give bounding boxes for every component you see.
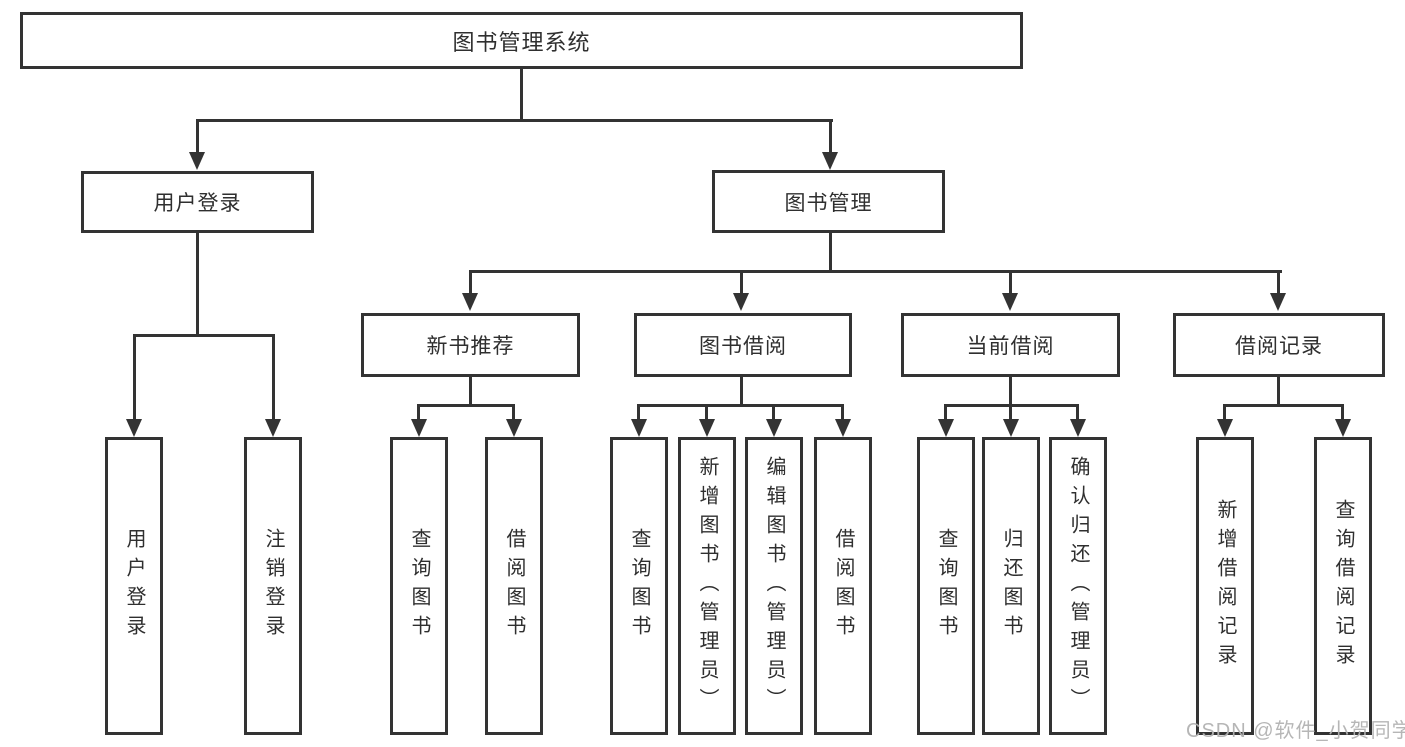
- node-label: 归还图书: [1000, 528, 1022, 644]
- connector-line: [1341, 404, 1344, 421]
- connector-line: [196, 119, 199, 153]
- connector-line: [637, 404, 844, 407]
- csdn-watermark: CSDN @软件_小贺同学: [1186, 720, 1405, 742]
- connector-line: [829, 119, 832, 153]
- node-label: 新书推荐: [426, 335, 515, 358]
- leaf-query-books-borrow: 查询图书: [610, 437, 668, 735]
- node-new-book-recommendation: 新书推荐: [361, 313, 580, 377]
- arrowhead-down-icon: [126, 419, 142, 437]
- node-label: 借阅记录: [1235, 335, 1323, 358]
- connector-line: [772, 404, 775, 421]
- leaf-return-books: 归还图书: [982, 437, 1040, 735]
- leaf-confirm-return-admin: 确认归还（管理员）: [1049, 437, 1107, 735]
- leaf-user-login: 用户登录: [105, 437, 163, 735]
- node-label: 借阅图书: [503, 528, 525, 644]
- node-label: 当前借阅: [966, 335, 1055, 358]
- connector-line: [1009, 404, 1012, 421]
- connector-line: [133, 334, 136, 420]
- arrowhead-down-icon: [699, 419, 715, 437]
- connector-line: [469, 270, 472, 294]
- connector-line: [469, 270, 1282, 273]
- node-label: 图书管理系统: [452, 29, 591, 55]
- arrowhead-down-icon: [189, 152, 205, 170]
- arrowhead-down-icon: [506, 419, 522, 437]
- node-library-management-system: 图书管理系统: [20, 12, 1023, 69]
- arrowhead-down-icon: [631, 419, 647, 437]
- node-label: 查询图书: [628, 528, 650, 644]
- connector-line: [272, 334, 275, 420]
- node-label: 确认归还（管理员）: [1067, 455, 1089, 717]
- connector-line: [1277, 270, 1280, 294]
- connector-line: [512, 404, 515, 421]
- arrowhead-down-icon: [1002, 293, 1018, 311]
- connector-line: [841, 404, 844, 421]
- leaf-query-books-current: 查询图书: [917, 437, 975, 735]
- connector-line: [196, 233, 199, 337]
- node-user-login: 用户登录: [81, 171, 314, 233]
- connector-line: [740, 377, 743, 406]
- connector-line: [133, 334, 275, 337]
- arrowhead-down-icon: [938, 419, 954, 437]
- node-book-management: 图书管理: [712, 170, 945, 233]
- arrowhead-down-icon: [1003, 419, 1019, 437]
- arrowhead-down-icon: [1217, 419, 1233, 437]
- node-borrowing-records: 借阅记录: [1173, 313, 1385, 377]
- connector-line: [1223, 404, 1226, 421]
- arrowhead-down-icon: [835, 419, 851, 437]
- connector-line: [520, 69, 523, 121]
- connector-line: [740, 270, 743, 294]
- arrowhead-down-icon: [733, 293, 749, 311]
- node-book-borrowing: 图书借阅: [634, 313, 852, 377]
- arrowhead-down-icon: [1070, 419, 1086, 437]
- leaf-borrow-books-recommend: 借阅图书: [485, 437, 543, 735]
- node-label: 查询图书: [935, 528, 957, 644]
- node-label: 查询图书: [408, 528, 430, 644]
- node-label: 注销登录: [262, 528, 284, 644]
- node-label: 借阅图书: [832, 528, 854, 644]
- connector-line: [944, 404, 947, 421]
- node-label: 查询借阅记录: [1332, 499, 1354, 673]
- leaf-add-books-admin: 新增图书（管理员）: [678, 437, 736, 735]
- leaf-logout: 注销登录: [244, 437, 302, 735]
- node-label: 图书借阅: [699, 335, 787, 358]
- node-label: 新增图书（管理员）: [696, 455, 718, 717]
- connector-line: [196, 119, 833, 122]
- leaf-query-books-recommend: 查询图书: [390, 437, 448, 735]
- arrowhead-down-icon: [411, 419, 427, 437]
- connector-line: [1277, 377, 1280, 406]
- connector-line: [417, 404, 420, 421]
- arrowhead-down-icon: [1335, 419, 1351, 437]
- arrowhead-down-icon: [766, 419, 782, 437]
- node-label: 用户登录: [153, 192, 242, 215]
- arrowhead-down-icon: [822, 152, 838, 170]
- node-label: 用户登录: [123, 528, 145, 644]
- connector-line: [1009, 377, 1012, 406]
- connector-line: [1009, 270, 1012, 294]
- connector-line: [417, 404, 515, 407]
- leaf-borrow-books: 借阅图书: [814, 437, 872, 735]
- leaf-query-borrow-record: 查询借阅记录: [1314, 437, 1372, 735]
- connector-line: [1223, 404, 1344, 407]
- node-label: 新增借阅记录: [1214, 499, 1236, 673]
- leaf-edit-books-admin: 编辑图书（管理员）: [745, 437, 803, 735]
- node-current-borrowing: 当前借阅: [901, 313, 1120, 377]
- node-label: 图书管理: [784, 191, 873, 215]
- node-label: 编辑图书（管理员）: [763, 455, 785, 717]
- arrowhead-down-icon: [265, 419, 281, 437]
- connector-line: [1076, 404, 1079, 421]
- arrowhead-down-icon: [1270, 293, 1286, 311]
- leaf-add-borrow-record: 新增借阅记录: [1196, 437, 1254, 735]
- connector-line: [637, 404, 640, 421]
- arrowhead-down-icon: [462, 293, 478, 311]
- connector-line: [469, 377, 472, 406]
- connector-line: [705, 404, 708, 421]
- connector-line: [829, 233, 832, 273]
